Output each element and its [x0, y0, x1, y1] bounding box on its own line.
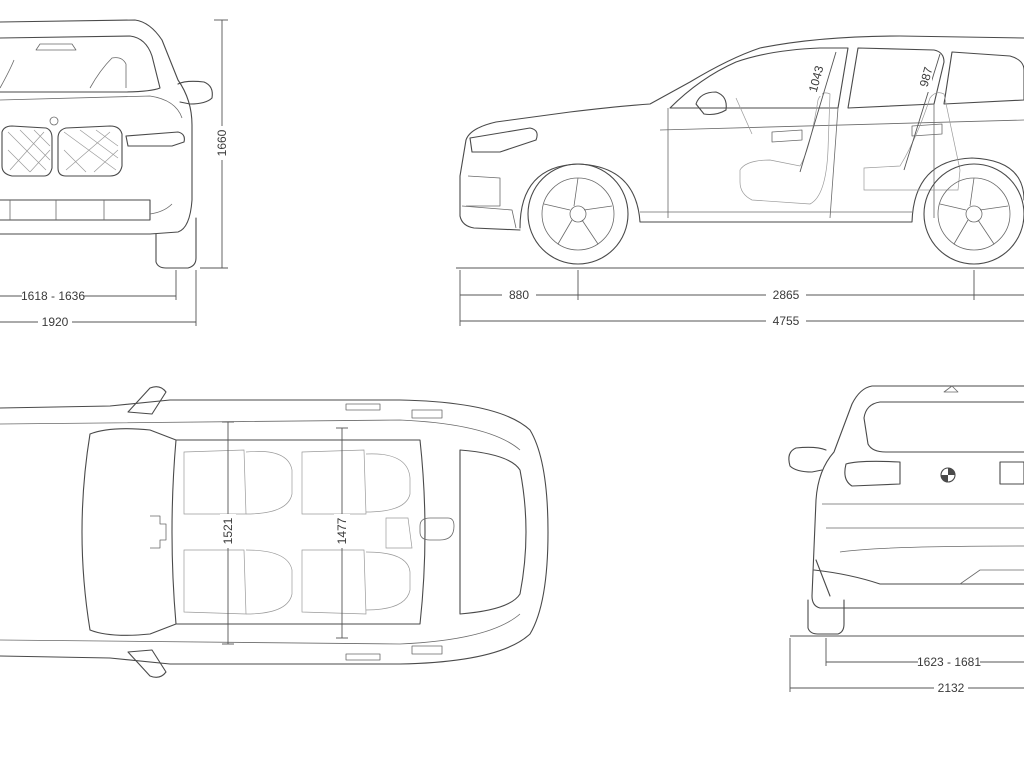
rear-track-dimension: 1623 - 1681 — [825, 638, 1024, 670]
front-headroom-label: 1043 — [806, 64, 827, 94]
front-width-label: 1920 — [42, 315, 69, 329]
rear-wheel — [923, 163, 1024, 265]
front-wheel — [527, 163, 629, 265]
wheelbase-label: 2865 — [773, 288, 800, 302]
top-view: 1521 1477 — [0, 386, 549, 678]
rear-width-label: 2132 — [938, 681, 965, 695]
rear-shoulder-label: 1477 — [335, 517, 349, 544]
rear-width-dimension: 2132 — [789, 638, 1024, 696]
length-label: 4755 — [773, 314, 800, 328]
rear-view: 1623 - 1681 2132 — [788, 385, 1024, 696]
front-track-dimension: 1618 - 1636 — [0, 270, 177, 304]
front-shoulder-dimension: 1521 — [220, 421, 236, 645]
front-height-label: 1660 — [215, 129, 229, 156]
front-headroom-dimension: 1043 — [799, 51, 837, 173]
rear-headroom-label: 987 — [917, 65, 936, 88]
length-dimension: 4755 — [459, 300, 1024, 329]
front-overhang-dimension: 880 — [459, 270, 579, 303]
wheelbase-dimension: 2865 — [578, 270, 1024, 303]
front-shoulder-label: 1521 — [221, 517, 235, 544]
rear-headroom-dimension: 987 — [903, 53, 941, 171]
front-view: 1660 1618 - 1636 1920 — [0, 19, 230, 330]
front-width-dimension: 1920 — [0, 270, 197, 330]
front-track-label: 1618 - 1636 — [21, 289, 85, 303]
front-height-dimension: 1660 — [200, 19, 230, 269]
side-view: 1043 987 880 2865 4755 — [456, 35, 1024, 329]
front-overhang-label: 880 — [509, 288, 529, 302]
rear-shoulder-dimension: 1477 — [334, 427, 350, 639]
rear-track-label: 1623 - 1681 — [917, 655, 981, 669]
